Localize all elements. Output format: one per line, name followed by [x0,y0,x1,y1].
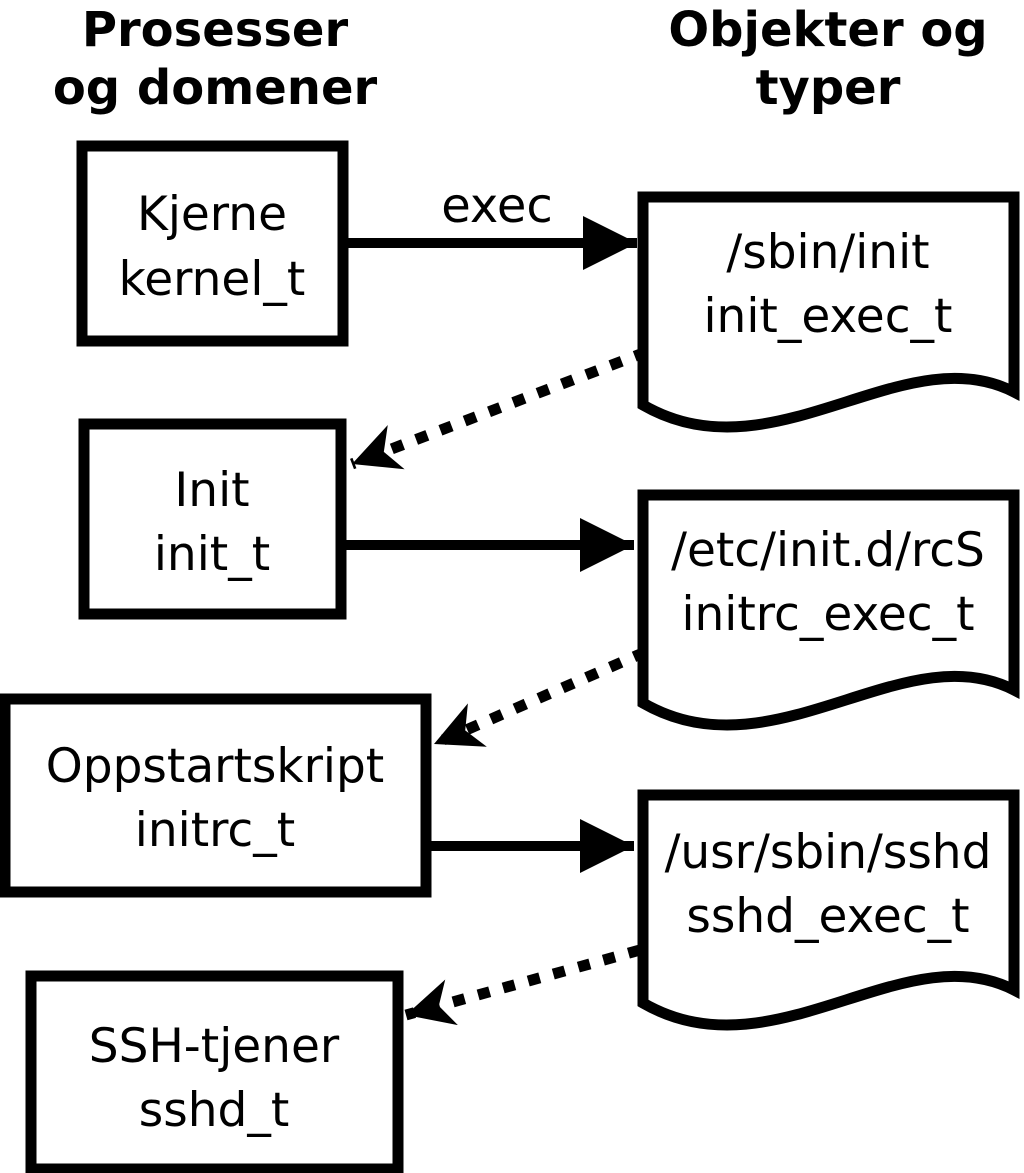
object-doc-sshd-exec-shape [637,789,1020,1031]
object-doc-init-exec-shape [637,191,1020,433]
process-box-init-rect [78,418,347,620]
process-box-kernel: Kjerne kernel_t [76,140,349,347]
object-sshd-exec-path: /usr/sbin/sshd [665,825,992,880]
object-init-exec-path: /sbin/init [726,225,929,280]
process-box-initrc-rect [0,693,432,898]
process-box-sshd-rect [25,970,404,1173]
column-header-processes: Prosesser og domener [53,2,378,116]
process-init-type: init_t [154,527,270,582]
process-kernel-type: kernel_t [119,252,306,307]
object-initrc-exec-path: /etc/init.d/rcS [671,523,985,578]
process-initrc-name: Oppstartskript [46,739,384,794]
header-objects-line1: Objekter og [668,2,987,58]
object-sshd-exec-type: sshd_exec_t [686,889,969,944]
process-box-sshd: SSH-tjener sshd_t [25,970,404,1173]
object-doc-sshd-exec: /usr/sbin/sshd sshd_exec_t [637,789,1020,1031]
process-box-initrc: Oppstartskript initrc_t [0,693,432,898]
object-doc-initrc-exec: /etc/init.d/rcS initrc_exec_t [637,489,1020,731]
process-initrc-type: initrc_t [135,803,295,858]
process-box-kernel-rect [76,140,349,347]
transition-arrow-initrc-exec-to-initrc-t [431,646,648,750]
process-init-name: Init [174,463,249,518]
column-header-objects: Objekter og typer [668,2,987,116]
process-kernel-name: Kjerne [137,187,287,242]
process-box-init: Init init_t [78,418,347,620]
process-sshd-name: SSH-tjener [89,1019,340,1074]
object-initrc-exec-type: initrc_exec_t [681,587,974,642]
exec-arrow-label: exec [441,178,553,234]
transition-arrow-sshd-exec-to-sshd-t [404,944,642,1026]
header-processes-line1: Prosesser [82,2,349,58]
process-sshd-type: sshd_t [139,1083,290,1138]
transition-arrow-init-exec-to-init-t [350,346,648,470]
object-doc-initrc-exec-shape [637,489,1020,731]
object-doc-init-exec: /sbin/init init_exec_t [637,191,1020,433]
object-init-exec-type: init_exec_t [704,289,953,344]
header-objects-line2: typer [756,60,901,116]
header-processes-line2: og domener [53,60,378,116]
